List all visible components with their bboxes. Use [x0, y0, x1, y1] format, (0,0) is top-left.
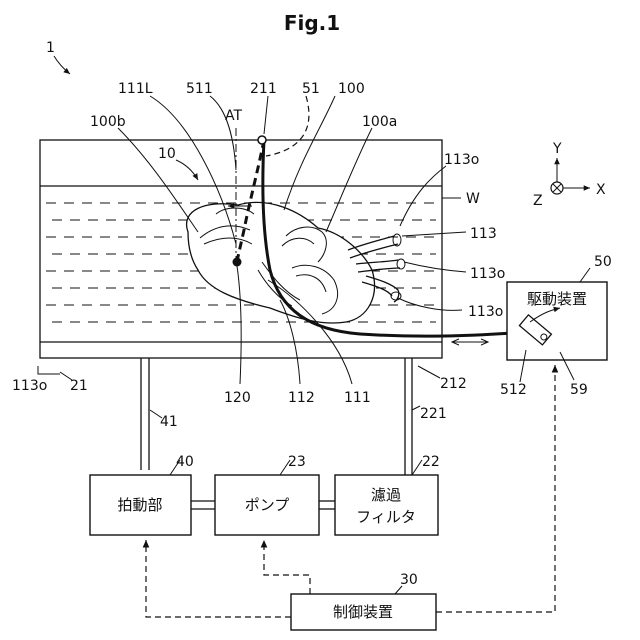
ref-113o-mid: 113o	[470, 266, 505, 282]
pulsation-unit-label: 拍動部	[117, 496, 162, 514]
ref-113o-left: 113o	[12, 378, 47, 394]
ref-59: 59	[570, 382, 588, 398]
drive-unit-label: 駆動装置	[527, 290, 587, 308]
ref-AT: AT	[225, 108, 242, 124]
ref-221: 221	[420, 406, 447, 422]
ref-51: 51	[302, 81, 320, 97]
ref-41: 41	[160, 414, 178, 430]
ref-113: 113	[470, 226, 497, 242]
ref-113o-top: 113o	[444, 152, 479, 168]
ref-100b: 100b	[90, 114, 126, 130]
ref-10: 10	[158, 146, 176, 162]
ref-212: 212	[440, 376, 467, 392]
ref-211: 211	[250, 81, 277, 97]
y-axis-label: Y	[552, 141, 562, 157]
drive-unit: 駆動装置	[452, 282, 607, 360]
system-ref-label: 1	[46, 40, 55, 56]
ref-21: 21	[70, 378, 88, 394]
ref-112: 112	[288, 390, 315, 406]
ref-W: W	[466, 191, 480, 207]
ref-511: 511	[186, 81, 213, 97]
coordinate-axes: Y Z X	[533, 141, 606, 209]
catheter-tip-point	[233, 258, 242, 267]
ref-111: 111	[344, 390, 371, 406]
vessel-opening	[397, 259, 405, 269]
ref-50: 50	[594, 254, 612, 270]
x-axis-label: X	[596, 182, 606, 198]
ref-111L: 111L	[118, 81, 153, 97]
figure-title: Fig.1	[284, 11, 340, 35]
ref-113o-low: 113o	[468, 304, 503, 320]
ref-23: 23	[288, 454, 306, 470]
controller-label: 制御装置	[333, 603, 393, 621]
ref-100: 100	[338, 81, 365, 97]
filter-label-line2: フィルタ	[356, 508, 416, 526]
heart-model	[176, 160, 405, 323]
ref-512: 512	[500, 382, 527, 398]
pump-label: ポンプ	[245, 496, 290, 514]
filter-box	[335, 475, 438, 535]
ref-40: 40	[176, 454, 194, 470]
ref-100a: 100a	[362, 114, 397, 130]
ref-30: 30	[400, 572, 418, 588]
ref-120: 120	[224, 390, 251, 406]
ref-22: 22	[422, 454, 440, 470]
z-axis-label: Z	[533, 193, 543, 209]
filter-label-line1: 濾過	[371, 486, 401, 504]
catheter-entry-point	[258, 136, 266, 144]
system-ref-leader	[54, 56, 70, 74]
